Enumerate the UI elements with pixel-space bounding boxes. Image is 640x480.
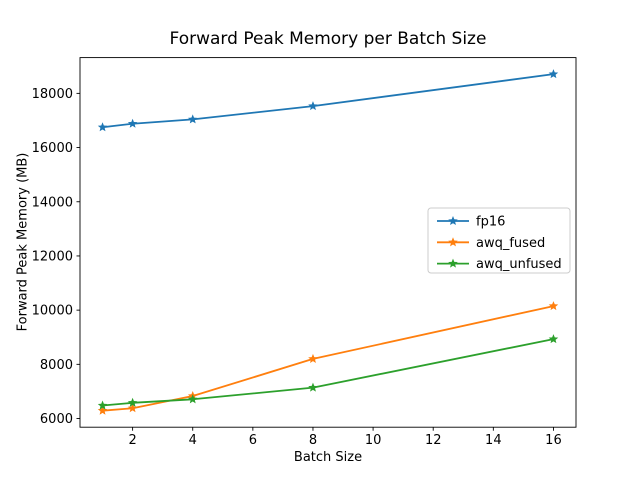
legend-marker-fp16	[448, 216, 458, 226]
legend-box	[427, 207, 571, 274]
legend-label-fp16: fp16	[476, 215, 505, 230]
y-tick-label: 10000	[32, 304, 73, 319]
marker-awq_unfused	[548, 334, 559, 344]
marker-awq_fused	[127, 403, 138, 413]
x-tick-label: 4	[189, 433, 197, 448]
marker-fp16	[127, 118, 138, 128]
axes-spines	[79, 57, 577, 428]
marker-awq_fused	[308, 353, 318, 363]
y-axis-label: Forward Peak Memory (MB)	[15, 152, 31, 332]
series-line-awq_unfused	[102, 338, 554, 407]
series-line-fp16	[102, 73, 554, 129]
y-tick-label: 16000	[32, 141, 73, 156]
x-tick-label: 12	[425, 433, 442, 448]
legend-marker-awq_fused	[448, 237, 458, 247]
y-tick-label: 8000	[40, 358, 73, 373]
legend-label-awq_fused: awq_fused	[476, 236, 545, 251]
marker-awq_unfused	[308, 382, 318, 392]
marker-awq_unfused	[127, 397, 138, 407]
marker-awq_unfused	[97, 400, 108, 410]
marker-fp16	[97, 122, 108, 132]
y-tick-label: 6000	[40, 412, 73, 427]
series-line-awq_fused	[102, 305, 554, 412]
x-tick-label: 2	[128, 433, 136, 448]
chart-title: Forward Peak Memory per Batch Size	[169, 29, 487, 49]
marker-fp16	[308, 101, 318, 111]
marker-awq_fused	[548, 301, 559, 311]
x-tick-label: 14	[485, 433, 502, 448]
x-axis-label: Batch Size	[293, 450, 363, 465]
marker-awq_fused	[97, 405, 108, 415]
x-tick-label: 16	[545, 433, 562, 448]
marker-fp16	[187, 114, 198, 124]
y-tick-label: 14000	[32, 195, 73, 210]
y-tick-label: 18000	[32, 87, 73, 102]
x-tick-label: 8	[309, 433, 317, 448]
x-tick-label: 10	[365, 433, 382, 448]
legend-label-awq_unfused: awq_unfused	[476, 257, 562, 272]
marker-awq_unfused	[187, 394, 198, 404]
marker-fp16	[548, 69, 559, 79]
y-tick-label: 12000	[32, 249, 73, 264]
legend-marker-awq_unfused	[448, 258, 458, 268]
x-tick-label: 6	[249, 433, 257, 448]
